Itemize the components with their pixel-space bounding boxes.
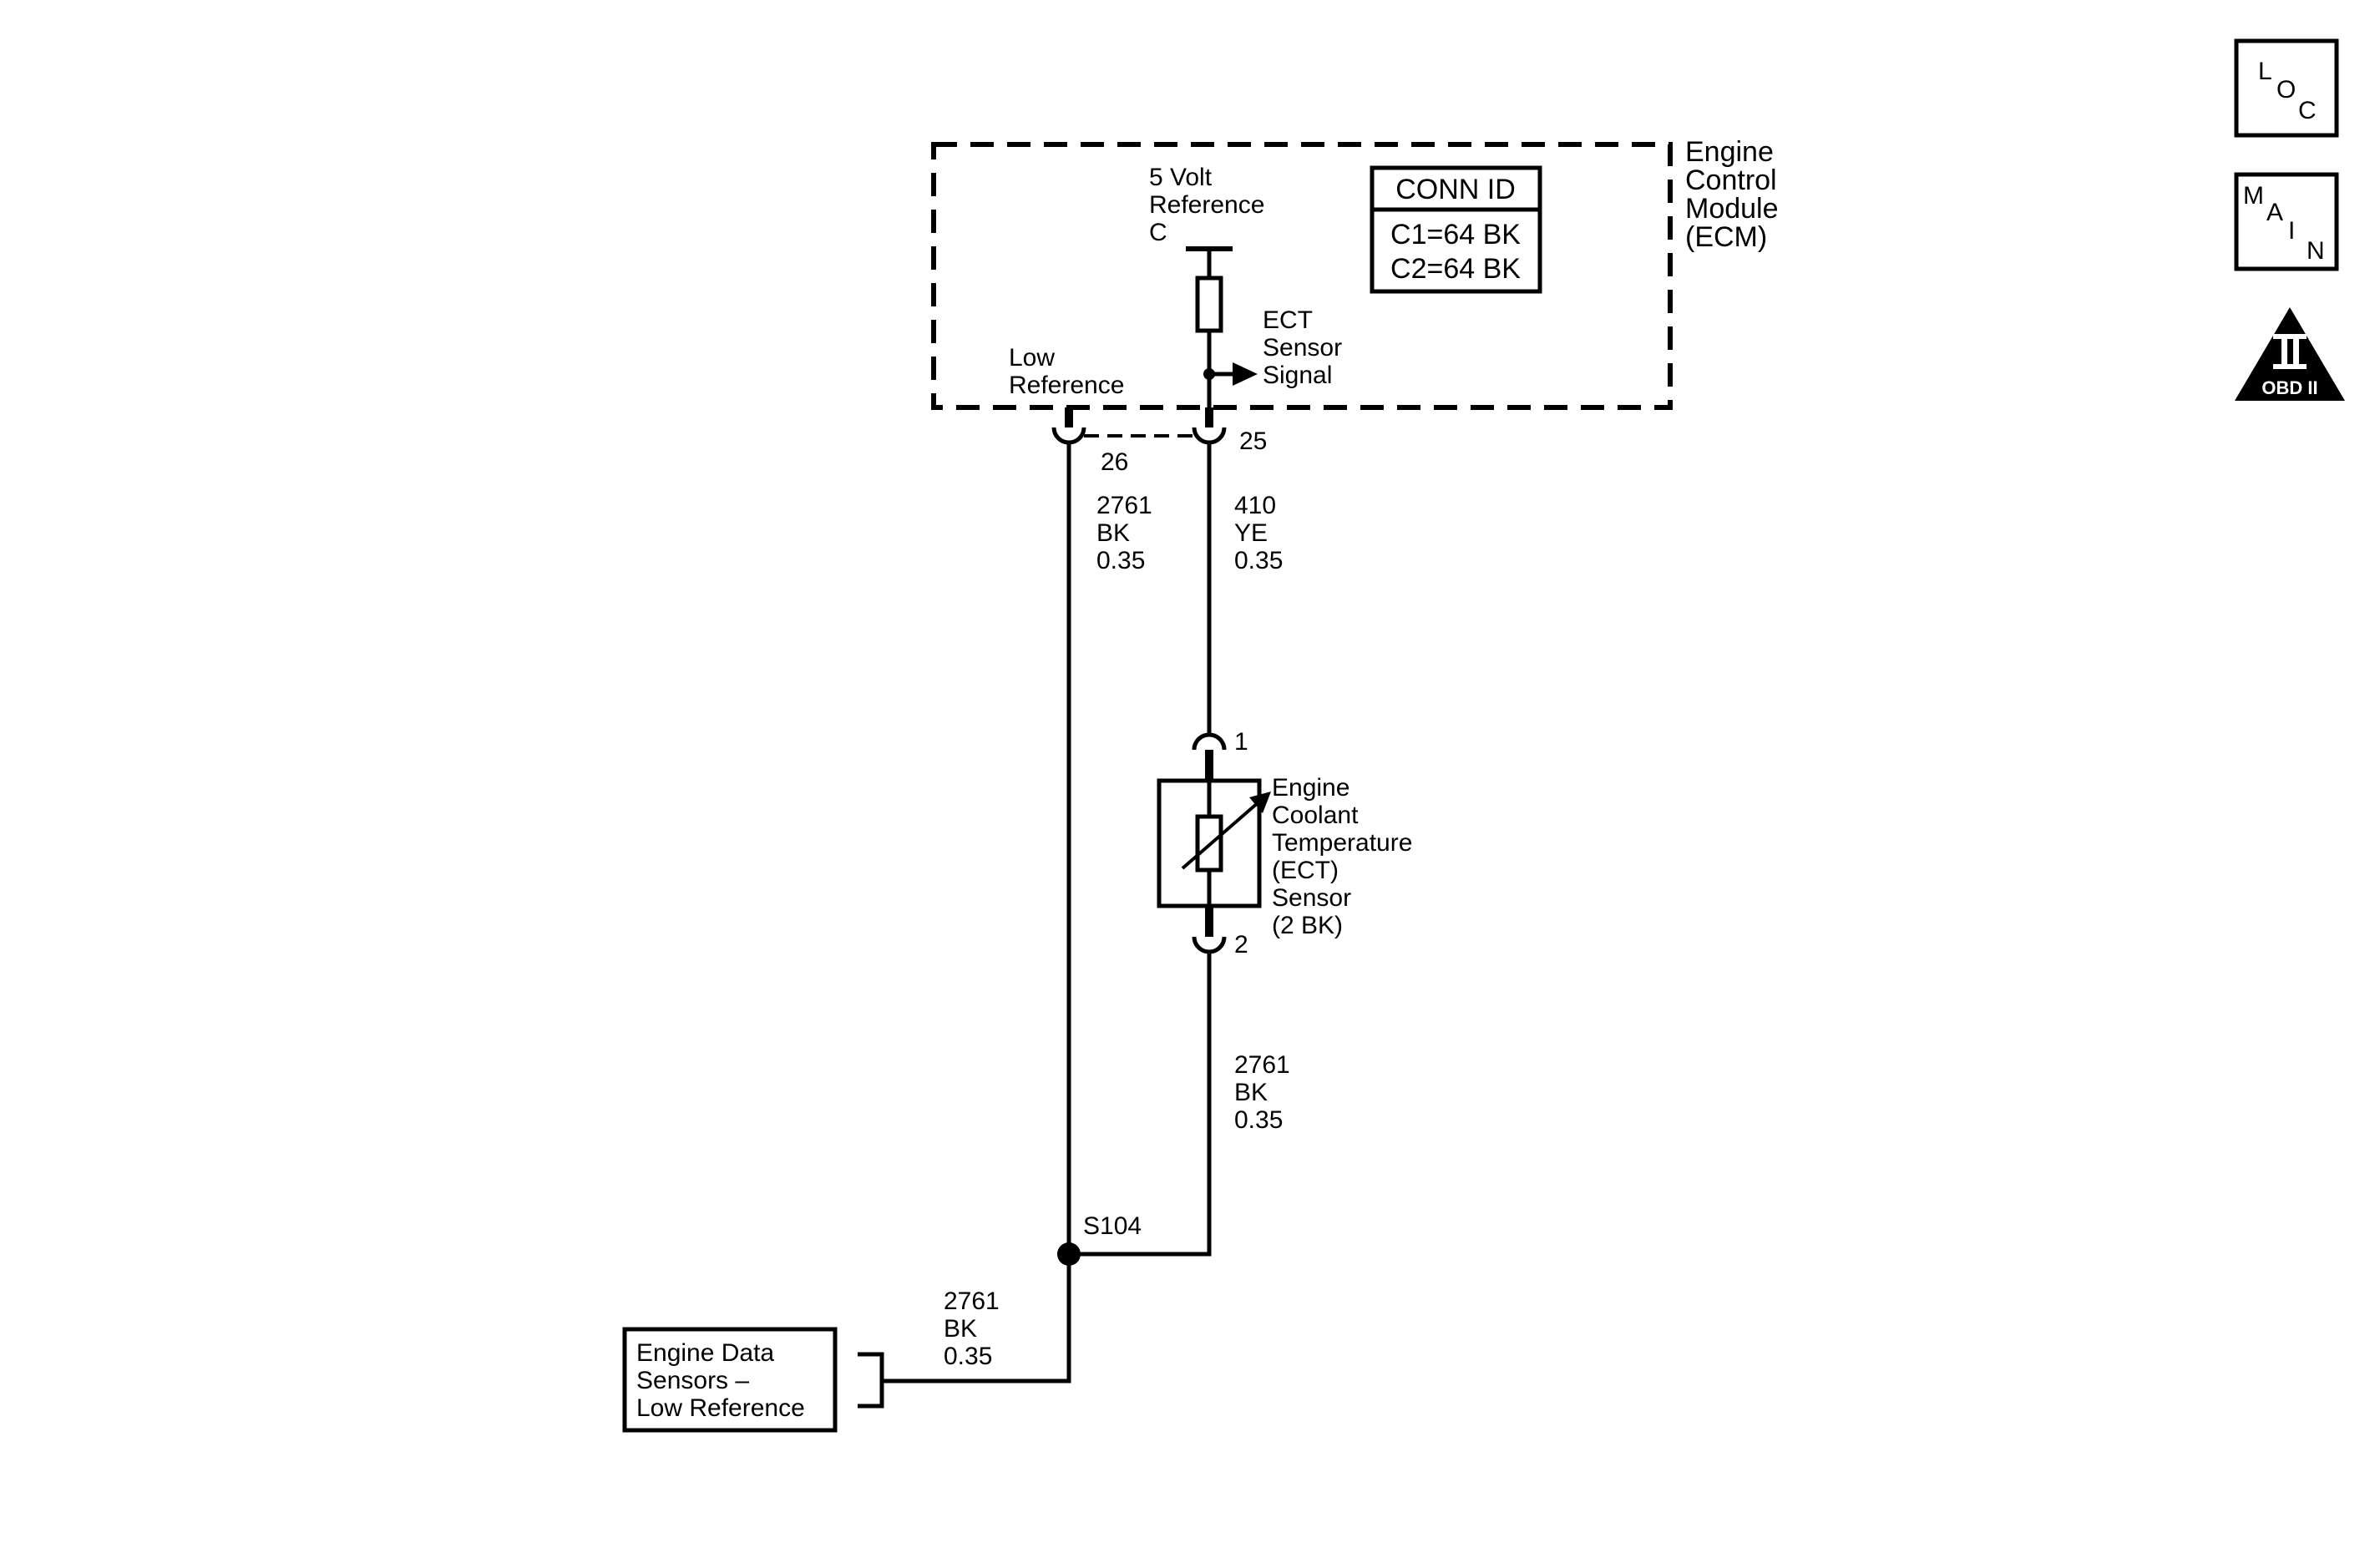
pin-number-1: 1 [1234, 728, 1248, 756]
obd-ii-icon[interactable]: OBD II [2235, 307, 2345, 401]
signal-arrow-head [1233, 362, 1258, 386]
reference-bracket [858, 1352, 884, 1409]
conn-id-row: C1=64 BK [1390, 219, 1521, 250]
conn-id-title: CONN ID [1395, 174, 1516, 205]
variable-arrow-line [1181, 800, 1261, 870]
wire-label-signal: 410 YE 0.35 [1234, 492, 1283, 574]
variable-arrow-head [1249, 792, 1271, 813]
svg-text:OBD II: OBD II [2261, 377, 2317, 398]
loc-icon[interactable]: L O C [2234, 38, 2339, 138]
pin-number-26: 26 [1101, 448, 1128, 476]
engine-data-sensors-label: Engine Data Sensors – Low Reference [636, 1339, 805, 1422]
svg-text:L: L [2258, 58, 2272, 85]
pin-number-2: 2 [1234, 931, 1248, 959]
ecm-name: Engine Control Module (ECM) [1685, 136, 1786, 253]
ecm-pin-25-connector [1192, 407, 1227, 445]
wire-label-sensor-ground: 2761 BK 0.35 [1234, 1051, 1297, 1134]
five-volt-reference-label: 5 Volt Reference C [1149, 164, 1272, 246]
sensor-pin-1-connector [1192, 732, 1227, 781]
pin-number-25: 25 [1239, 427, 1267, 455]
wire-label-bottom: 2761 BK 0.35 [944, 1287, 1006, 1370]
svg-text:I: I [2288, 217, 2295, 245]
conn-id-row: C2=64 BK [1390, 253, 1521, 285]
pull-up-resistor [1195, 276, 1223, 333]
svg-text:M: M [2243, 182, 2264, 210]
splice-label: S104 [1083, 1212, 1142, 1240]
svg-text:A: A [2266, 199, 2283, 226]
ect-sensor-signal-label: ECT Sensor Signal [1263, 306, 1349, 389]
low-reference-bus-wire [884, 1254, 1071, 1383]
ect-sensor-name: Engine Coolant Temperature (ECT) Sensor … [1272, 774, 1420, 939]
wire-label-low-ref: 2761 BK 0.35 [1096, 492, 1159, 574]
engine-data-sensors-box [622, 1327, 838, 1433]
ecm-boundary [931, 142, 1673, 410]
svg-text:N: N [2307, 237, 2325, 265]
main-icon[interactable]: M A I N [2234, 172, 2339, 271]
conn-id-table: CONN ID C1=64 BK C2=64 BK [1370, 165, 1542, 294]
sensor-pin-2-connector [1192, 906, 1227, 954]
svg-text:C: C [2298, 97, 2317, 124]
ecm-pin-26-connector [1051, 407, 1086, 445]
svg-text:O: O [2276, 76, 2296, 104]
sensor-ground-wire [1069, 952, 1212, 1257]
low-reference-label: Low Reference [1009, 344, 1124, 399]
